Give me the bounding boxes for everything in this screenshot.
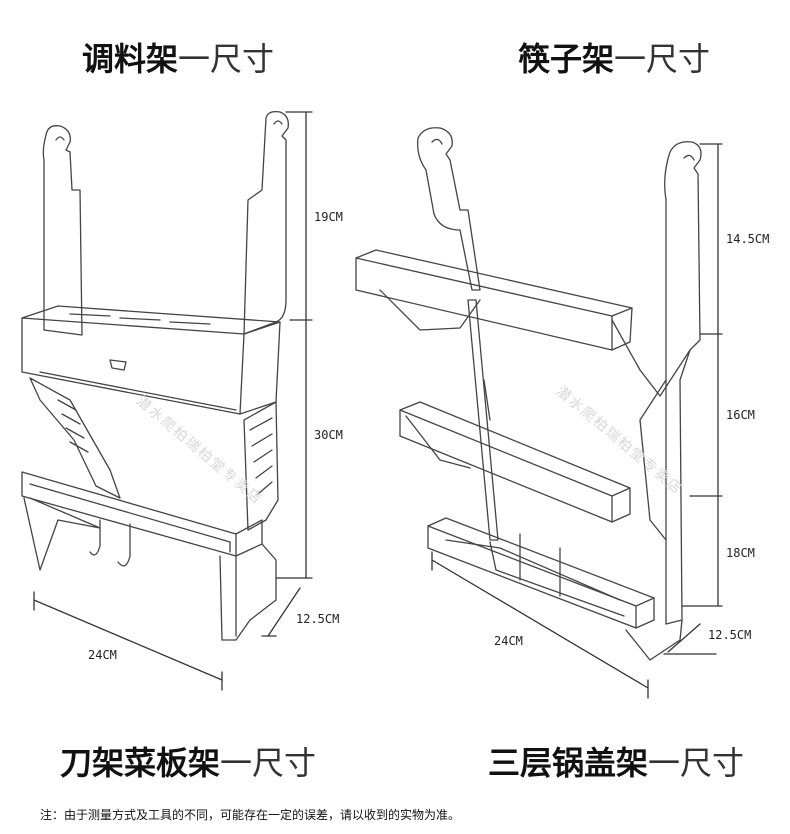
title-knife-board-rack: 刀架菜板架一尺寸 <box>60 738 316 784</box>
right-rack-drawing <box>355 127 723 699</box>
left-dim-top-height: 19CM <box>314 210 343 224</box>
title-chopstick-rack-main: 筷子架 <box>518 40 615 78</box>
right-dim-width: 24CM <box>494 634 523 648</box>
right-dim-lower-height: 18CM <box>726 546 755 560</box>
right-dim-depth: 12.5CM <box>708 628 752 642</box>
right-dim-top-height: 14.5CM <box>726 232 770 246</box>
title-pot-lid-rack-main: 三层锅盖架 <box>488 744 649 782</box>
title-pot-lid-rack-sub: 一尺寸 <box>648 744 745 782</box>
title-spice-rack: 调料架一尺寸 <box>82 34 274 80</box>
title-chopstick-rack-sub: 一尺寸 <box>614 40 711 78</box>
left-dim-width: 24CM <box>88 648 117 662</box>
title-spice-rack-main: 调料架 <box>82 40 179 78</box>
left-dim-lower-height: 30CM <box>314 428 343 442</box>
title-pot-lid-rack: 三层锅盖架一尺寸 <box>488 738 744 784</box>
title-knife-board-rack-sub: 一尺寸 <box>220 744 317 782</box>
title-spice-rack-sub: 一尺寸 <box>178 40 275 78</box>
left-dim-depth: 12.5CM <box>296 612 340 626</box>
footnote: 注：由于测量方式及工具的不同，可能存在一定的误差，请以收到的实物为准。 <box>40 808 461 822</box>
title-knife-board-rack-main: 刀架菜板架 <box>60 744 221 782</box>
right-dim-middle-height: 16CM <box>726 408 755 422</box>
left-rack-drawing <box>21 110 313 691</box>
title-chopstick-rack: 筷子架一尺寸 <box>518 34 710 80</box>
